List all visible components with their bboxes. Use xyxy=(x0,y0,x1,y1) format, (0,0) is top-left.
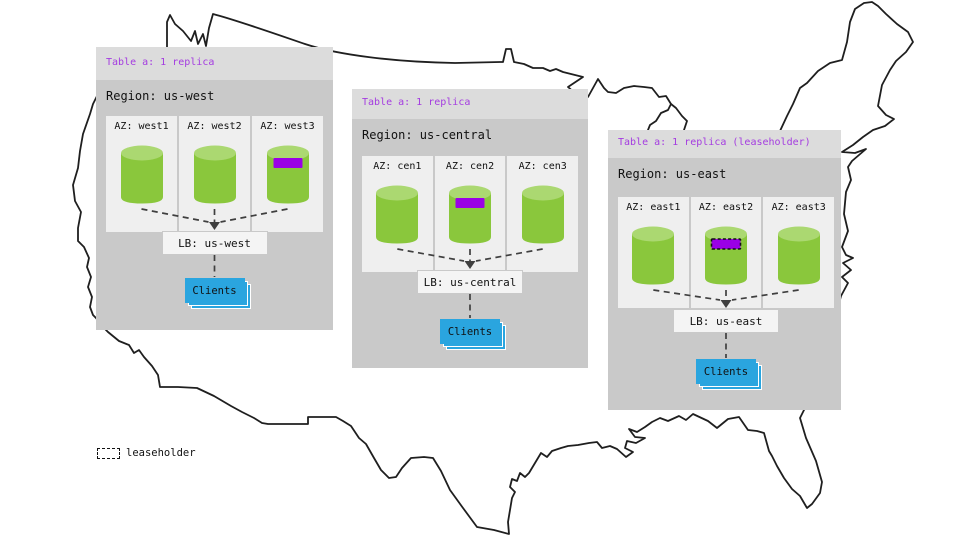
clients-box: Clients xyxy=(440,319,506,350)
database-cylinder-icon xyxy=(521,185,564,244)
table-title: Table a: 1 replica (leaseholder) xyxy=(618,137,811,148)
az-label: AZ: east3 xyxy=(771,202,826,213)
leaseholder-replica xyxy=(710,238,742,250)
database-cylinder-icon xyxy=(376,185,419,244)
az-box-west1: AZ: west1 xyxy=(106,116,177,232)
az-label: AZ: west1 xyxy=(114,121,169,132)
az-box-east1: AZ: east1 xyxy=(618,197,689,308)
region-label: Region: us-west xyxy=(106,89,215,103)
az-box-west2: AZ: west2 xyxy=(179,116,250,232)
region-panel-us-east: Table a: 1 replica (leaseholder) Region: … xyxy=(608,130,841,410)
database-cylinder-icon xyxy=(193,145,236,204)
replica xyxy=(455,198,485,208)
az-row: AZ: east1 AZ: east2 AZ: east3 xyxy=(618,197,835,308)
table-title: Table a: 1 replica xyxy=(362,97,471,108)
az-label: AZ: east1 xyxy=(626,202,681,213)
leaseholder-legend-label: leaseholder xyxy=(126,447,196,459)
az-label: AZ: west2 xyxy=(187,121,242,132)
clients-box: Clients xyxy=(184,278,251,309)
az-label: AZ: west3 xyxy=(260,121,315,132)
az-label: AZ: cen3 xyxy=(518,161,567,172)
clients-label: Clients xyxy=(440,319,500,344)
az-row: AZ: cen1 AZ: cen2 AZ: cen3 xyxy=(362,156,579,272)
az-label: AZ: east2 xyxy=(698,202,754,213)
clients-box: Clients xyxy=(696,359,762,390)
region-label: Region: us-central xyxy=(362,128,493,142)
clients-label: Clients xyxy=(184,278,245,303)
database-cylinder-icon xyxy=(449,185,491,244)
load-balancer-box: LB: us-west xyxy=(161,231,268,255)
az-box-cen3: AZ: cen3 xyxy=(507,156,579,272)
leaseholder-swatch-icon xyxy=(97,447,120,459)
database-cylinder-icon xyxy=(777,226,820,285)
az-box-east2: AZ: east2 xyxy=(690,197,762,308)
az-box-cen1: AZ: cen1 xyxy=(362,156,433,272)
replica xyxy=(273,158,302,168)
database-cylinder-icon xyxy=(705,226,747,285)
database-cylinder-icon xyxy=(120,145,163,204)
az-label: AZ: cen1 xyxy=(373,161,422,172)
load-balancer-box: LB: us-central xyxy=(417,270,523,294)
az-label: AZ: cen2 xyxy=(445,161,495,172)
region-label: Region: us-east xyxy=(618,167,727,181)
az-box-cen2: AZ: cen2 xyxy=(434,156,506,272)
database-cylinder-icon xyxy=(266,145,309,204)
database-cylinder-icon xyxy=(632,226,675,285)
clients-label: Clients xyxy=(696,359,756,384)
load-balancer-box: LB: us-east xyxy=(673,309,779,333)
az-box-east3: AZ: east3 xyxy=(763,197,835,308)
az-box-west3: AZ: west3 xyxy=(252,116,323,232)
leaseholder-legend: leaseholder xyxy=(97,447,196,459)
az-row: AZ: west1 AZ: west2 AZ: west3 xyxy=(106,116,323,232)
table-title: Table a: 1 replica xyxy=(106,57,215,68)
